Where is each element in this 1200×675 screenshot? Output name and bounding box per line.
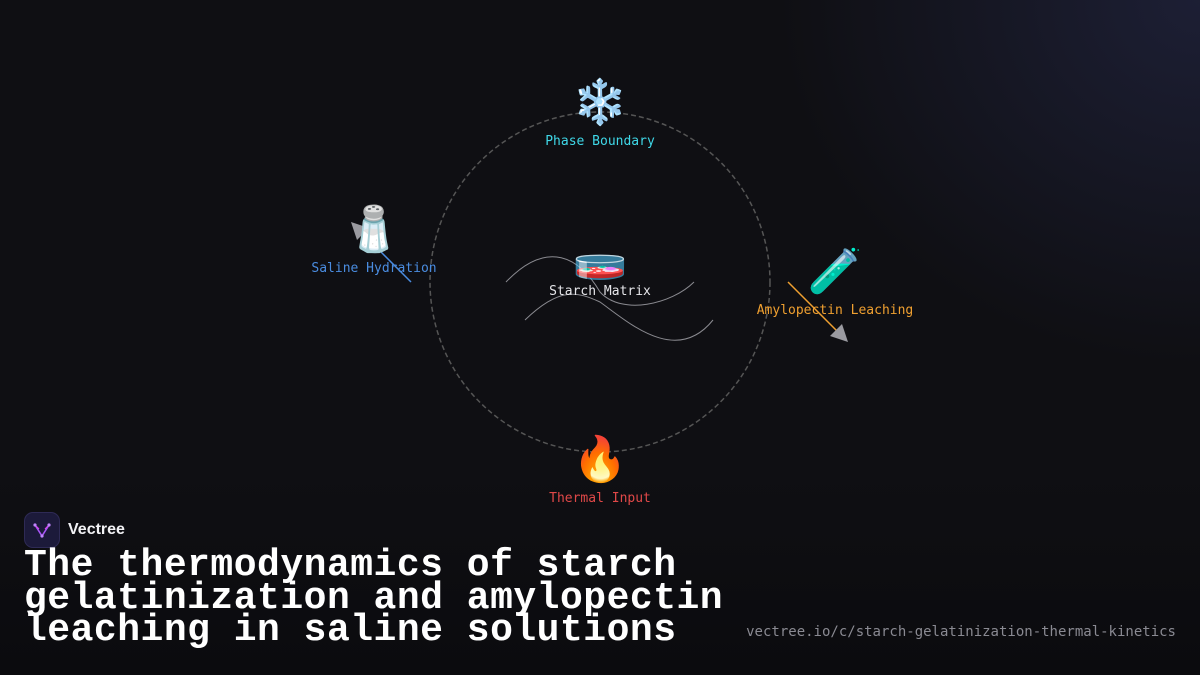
node-amylopectin-leaching: 🧪 Amylopectin Leaching xyxy=(756,246,914,319)
node-label-saline-hydration: Saline Hydration xyxy=(311,261,437,276)
source-url[interactable]: vectree.io/c/starch-gelatinization-therm… xyxy=(746,624,1176,640)
node-starch-matrix: 🧫 Starch Matrix xyxy=(549,231,651,300)
wave-line-lower xyxy=(524,293,714,341)
page-title: The thermodynamics of starch gelatinizat… xyxy=(24,544,724,652)
snowflake-icon: ❄️ xyxy=(572,77,628,128)
node-label-phase-boundary: Phase Boundary xyxy=(545,134,655,149)
node-thermal-input: 🔥 Thermal Input xyxy=(549,434,651,507)
salt-shaker-icon: 🧂 xyxy=(346,204,402,255)
test-tube-icon: 🧪 xyxy=(807,246,863,297)
node-phase-boundary: ❄️ Phase Boundary xyxy=(545,77,655,150)
wave-line-upper xyxy=(505,256,695,306)
arrow-saline-hydration xyxy=(356,227,412,283)
brand-name: Vectree xyxy=(68,521,125,538)
node-label-thermal-input: Thermal Input xyxy=(549,491,651,506)
node-label-starch-matrix: Starch Matrix xyxy=(549,284,651,299)
petri-dish-icon: 🧫 xyxy=(572,231,628,282)
fire-icon: 🔥 xyxy=(572,434,628,485)
node-label-amylopectin-leaching: Amylopectin Leaching xyxy=(756,303,914,318)
cycle-ring xyxy=(429,111,771,453)
arrowhead-amylopectin-leaching xyxy=(830,324,848,342)
node-saline-hydration: 🧂 Saline Hydration xyxy=(311,204,437,277)
brand[interactable]: Vectree xyxy=(24,512,125,548)
vectree-logo-icon xyxy=(24,512,60,548)
arrow-amylopectin-leaching xyxy=(787,281,843,337)
arrowhead-saline-hydration xyxy=(351,222,369,240)
